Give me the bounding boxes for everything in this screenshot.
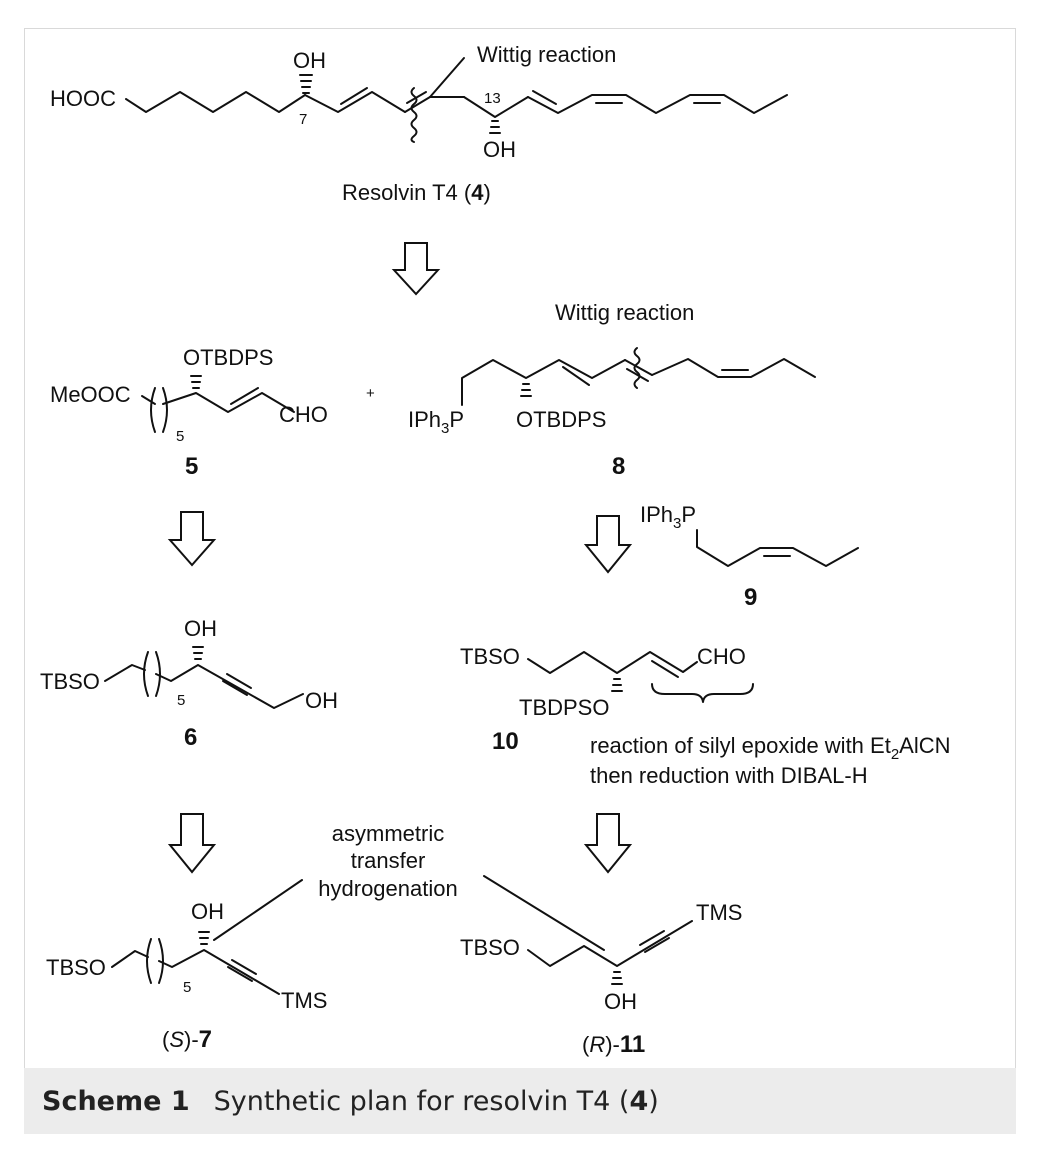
atom-tbso-6: TBSO (40, 669, 100, 694)
label-wittig-mid: Wittig reaction (555, 300, 694, 325)
label-asymmetric-hydrogenation: asymmetric transfer hydrogenation (213, 821, 605, 951)
atom-oh-7: OH (191, 899, 224, 924)
hash-wedge-c8 (520, 383, 532, 397)
atom-tms-11: TMS (696, 900, 742, 925)
atom-ipph3p-8: IPh3P (408, 407, 464, 437)
retro-arrow-2 (167, 511, 217, 567)
brace-10 (651, 683, 754, 703)
hash-wedge-c13 (489, 120, 501, 134)
atom-tms-7: TMS (281, 988, 327, 1013)
atom-hooc: HOOC (50, 86, 116, 111)
atom-tbso-10: TBSO (460, 644, 520, 669)
atom-cho-10: CHO (697, 644, 746, 669)
atom-oh-c7: OH (293, 48, 326, 73)
structure-compound-11: TBSO OH TMS (R)-11 (460, 900, 742, 1058)
locant-13: 13 (484, 90, 501, 107)
atom-oh-6a: OH (184, 616, 217, 641)
atom-otbdps-8: OTBDPS (516, 407, 606, 432)
label-epoxide-reaction: reaction of silyl epoxide with Et2AlCN (590, 733, 951, 763)
atom-ipph3p-9: IPh3P (640, 502, 696, 532)
svg-text:hydrogenation: hydrogenation (318, 876, 457, 901)
structure-compound-6: TBSO 5 OH OH 6 (40, 616, 338, 751)
structure-compound-9: IPh3P 9 (640, 502, 859, 611)
structure-compound-10: TBSO TBDPSO CHO 10 reaction of silyl epo… (460, 644, 951, 788)
svg-text:asymmetric: asymmetric (332, 821, 444, 846)
atom-otbdps-5: OTBDPS (183, 345, 273, 370)
label-dibal-reduction: then reduction with DIBAL-H (590, 763, 868, 788)
retro-arrow-5 (583, 813, 633, 874)
atom-tbdpso-10: TBDPSO (519, 695, 609, 720)
hash-wedge-c7 (299, 74, 313, 94)
caption-label: Scheme 1 (42, 1085, 190, 1117)
atom-cho-5: CHO (279, 402, 328, 427)
retro-arrow-3 (583, 515, 633, 574)
label-compound-4: Resolvin T4 (4) (342, 180, 491, 205)
hash-wedge-c10 (611, 678, 623, 692)
subscript-5-c6: 5 (177, 692, 185, 709)
atom-tbso-11: TBSO (460, 935, 520, 960)
retro-arrow-1 (391, 242, 441, 296)
scheme-frame (24, 28, 1016, 1134)
subscript-5-c7: 5 (183, 979, 191, 996)
hash-wedge-c6 (192, 646, 204, 660)
structure-compound-5: MeOOC 5 OTBDPS CHO 5 (50, 345, 328, 480)
atom-tbso-7: TBSO (46, 955, 106, 980)
structure-compound-7: TBSO 5 OH TMS (S)-7 (46, 899, 327, 1053)
label-compound-9: 9 (744, 584, 757, 611)
atom-oh-11: OH (604, 989, 637, 1014)
retro-arrow-4 (167, 813, 217, 874)
plus-sign: + (366, 385, 375, 402)
svg-text:transfer: transfer (351, 848, 426, 873)
label-compound-11: (R)-11 (582, 1031, 645, 1058)
atom-meooc: MeOOC (50, 382, 131, 407)
label-compound-5: 5 (185, 453, 198, 480)
caption-text: Synthetic plan for resolvin T4 (4) (213, 1085, 659, 1117)
label-compound-6: 6 (184, 724, 197, 751)
hash-wedge-c5 (190, 375, 202, 389)
hash-wedge-c11 (611, 971, 623, 985)
label-compound-10: 10 (492, 728, 519, 755)
atom-oh-c13: OH (483, 137, 516, 162)
locant-7: 7 (299, 111, 307, 128)
atom-oh-6b: OH (305, 688, 338, 713)
subscript-5-c5: 5 (176, 428, 184, 445)
hash-wedge-c7b (198, 931, 210, 945)
structure-resolvin-t4: HOOC OH 7 13 OH Witti (50, 42, 788, 205)
label-compound-7: (S)-7 (162, 1026, 212, 1053)
structure-compound-8: Wittig reaction IPh3P OTBDPS 8 (408, 300, 816, 480)
label-wittig-top: Wittig reaction (477, 42, 616, 67)
scheme-caption: Scheme 1 Synthetic plan for resolvin T4 … (24, 1068, 1016, 1134)
label-compound-8: 8 (612, 453, 625, 480)
